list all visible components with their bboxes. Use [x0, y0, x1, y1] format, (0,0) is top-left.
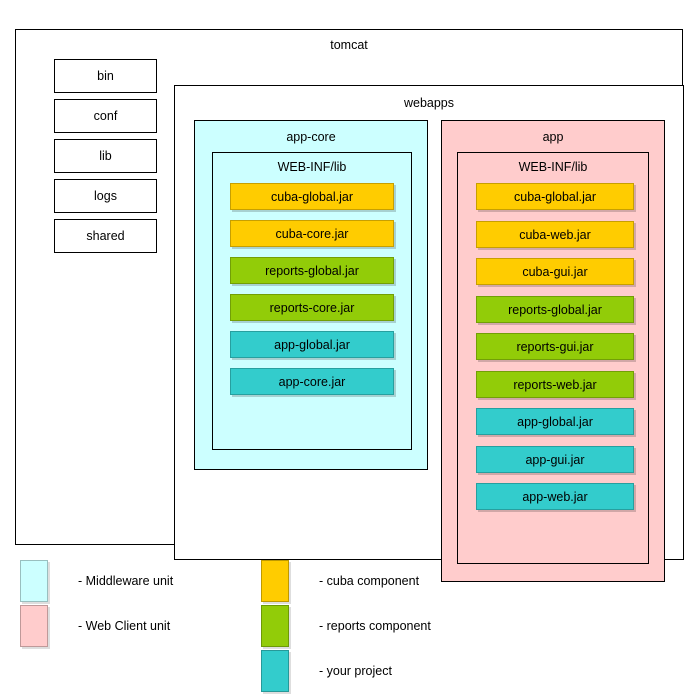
- web-inf-lib-box: WEB-INF/lib cuba-global.jar cuba-core.jar r…: [212, 152, 412, 450]
- web-inf-lib-box: WEB-INF/lib cuba-global.jar cuba-web.jar cu…: [457, 152, 649, 564]
- jar-bar-app-core-jar[interactable]: app-core.jar: [230, 368, 394, 395]
- jar-label: app-core.jar: [278, 374, 346, 389]
- jar-label: cuba-web.jar: [519, 227, 591, 242]
- legend-swatch: [20, 560, 48, 602]
- folder-box-logs[interactable]: logs: [54, 179, 157, 213]
- legend-swatch: [261, 650, 289, 692]
- legend-label: - cuba component: [319, 574, 420, 588]
- legend-item: - Web Client unit: [20, 605, 170, 647]
- jar-bar-cuba-core-jar[interactable]: cuba-core.jar: [230, 220, 394, 247]
- folder-box-lib[interactable]: lib: [54, 139, 157, 173]
- jar-bar-cuba-global-jar[interactable]: cuba-global.jar: [476, 183, 634, 210]
- web-inf-lib-label: WEB-INF/lib: [277, 160, 347, 174]
- jar-label: reports-global.jar: [508, 302, 602, 317]
- jar-label: app-web.jar: [522, 489, 588, 504]
- folder-label: conf: [93, 109, 118, 123]
- jar-label: reports-core.jar: [269, 300, 355, 315]
- jar-bar-reports-web-jar[interactable]: reports-web.jar: [476, 371, 634, 398]
- unit-title: app: [542, 130, 564, 144]
- legend-label: - reports component: [319, 619, 431, 633]
- legend-item: - your project: [261, 650, 392, 692]
- jar-label: app-global.jar: [274, 337, 350, 352]
- jar-bar-reports-global-jar[interactable]: reports-global.jar: [476, 296, 634, 323]
- jar-bar-app-global-jar[interactable]: app-global.jar: [230, 331, 394, 358]
- legend-label: - Middleware unit: [78, 574, 174, 588]
- jar-label: reports-gui.jar: [516, 339, 594, 354]
- legend-item: - reports component: [261, 605, 431, 647]
- folder-label: shared: [86, 229, 125, 243]
- jar-label: cuba-global.jar: [271, 189, 353, 204]
- tomcat-container: tomcat bin conf lib logs shared webapps app-…: [15, 29, 684, 582]
- jar-label: reports-global.jar: [265, 263, 359, 278]
- jar-label: cuba-core.jar: [275, 226, 349, 241]
- legend-swatch: [261, 560, 289, 602]
- jar-bar-app-web-jar[interactable]: app-web.jar: [476, 483, 634, 510]
- jar-label: cuba-global.jar: [514, 189, 596, 204]
- jar-bar-app-global-jar[interactable]: app-global.jar: [476, 408, 634, 435]
- legend-label: - your project: [319, 664, 392, 678]
- jar-bar-reports-gui-jar[interactable]: reports-gui.jar: [476, 333, 634, 360]
- jar-bar-cuba-web-jar[interactable]: cuba-web.jar: [476, 221, 634, 248]
- legend-item: - cuba component: [261, 560, 419, 602]
- folder-box-conf[interactable]: conf: [54, 99, 157, 133]
- jar-label: app-global.jar: [517, 414, 593, 429]
- unit-title: app-core: [286, 130, 336, 144]
- jar-bar-reports-global-jar[interactable]: reports-global.jar: [230, 257, 394, 284]
- jar-bar-app-gui-jar[interactable]: app-gui.jar: [476, 446, 634, 473]
- jar-bar-reports-core-jar[interactable]: reports-core.jar: [230, 294, 394, 321]
- folder-label: bin: [97, 69, 114, 83]
- jar-label: reports-web.jar: [513, 377, 597, 392]
- legend-swatch: [20, 605, 48, 647]
- legend-item: - Middleware unit: [20, 560, 173, 602]
- legend-label: - Web Client unit: [78, 619, 171, 633]
- jar-bar-cuba-gui-jar[interactable]: cuba-gui.jar: [476, 258, 634, 285]
- web-inf-lib-label: WEB-INF/lib: [518, 160, 588, 174]
- jar-label: app-gui.jar: [525, 452, 585, 467]
- folder-label: logs: [94, 189, 117, 203]
- folder-label: lib: [99, 149, 112, 163]
- tomcat-label: tomcat: [330, 38, 368, 52]
- folder-box-shared[interactable]: shared: [54, 219, 157, 253]
- jar-bar-cuba-global-jar[interactable]: cuba-global.jar: [230, 183, 394, 210]
- folder-box-bin[interactable]: bin: [54, 59, 157, 93]
- legend-swatch: [261, 605, 289, 647]
- legend: - Middleware unit - Web Client unit - cub…: [0, 545, 700, 694]
- jar-label: cuba-gui.jar: [522, 264, 588, 279]
- webapps-label: webapps: [403, 96, 455, 110]
